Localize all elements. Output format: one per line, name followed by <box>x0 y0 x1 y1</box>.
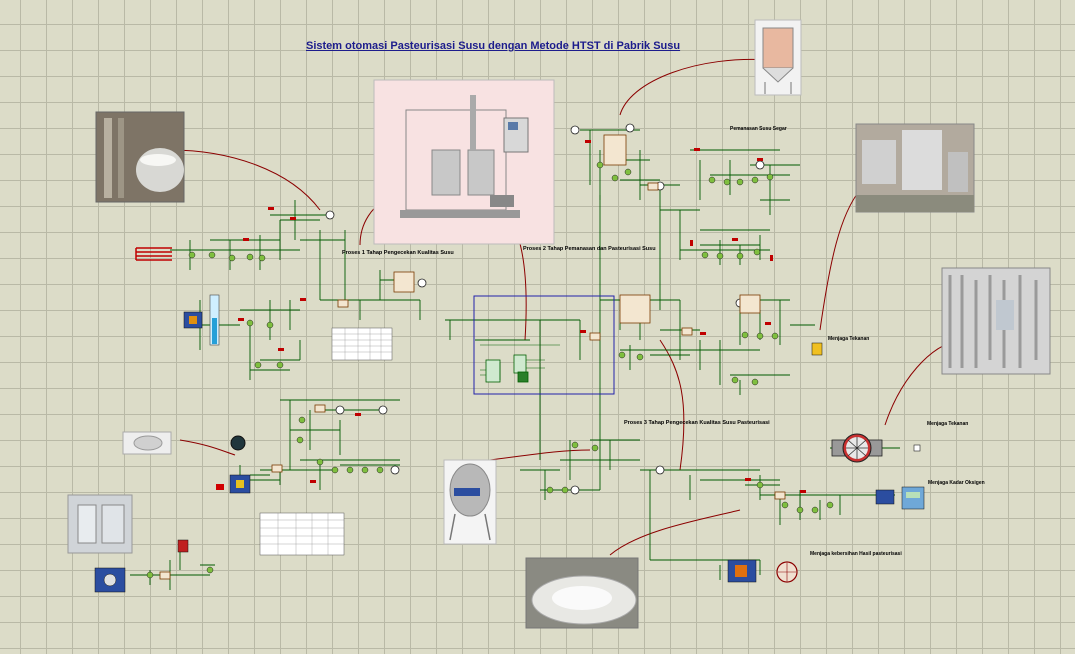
photo-milk-vat <box>525 557 639 629</box>
label-menjaga-tekanan-2: Menjaga Tekanan <box>927 421 969 427</box>
photo-heating-tanks <box>855 123 975 213</box>
pressure-valve <box>831 433 883 463</box>
label-menjaga-tekanan-1: Menjaga Tekanan <box>828 336 870 342</box>
leader-lines <box>169 58 961 556</box>
diagram-title: Sistem otomasi Pasteurisasi Susu dengan … <box>306 40 681 52</box>
photo-pasteurizer-tank <box>443 459 497 545</box>
component-blocks <box>159 134 786 580</box>
photo-milk-tank <box>95 111 185 203</box>
photo-factory-pipes <box>941 267 1051 375</box>
section-label-proses1: Proses 1 Tahap Pengecekan Kualitas Susu <box>342 250 454 256</box>
controller-frame <box>473 295 615 395</box>
section-label-proses2: Proses 2 Tahap Pemanasan dan Pasteurisas… <box>523 246 656 252</box>
section-label-pemanasan: Pemanasan Susu Segar <box>730 126 787 132</box>
sensor-modules <box>94 311 925 593</box>
section-label-proses3: Proses 3 Tahap Pengecekan Kualitas Susu … <box>624 420 770 426</box>
microcontroller <box>485 354 529 383</box>
logic-table-1 <box>331 327 393 361</box>
photo-control-cabinet <box>67 494 133 554</box>
photo-pasteurizer <box>373 79 555 245</box>
logic-table-2 <box>259 512 345 556</box>
label-menjaga-kebersihan: Menjaga kebersihan Hasil pasteurisasi <box>810 551 902 557</box>
red-marker <box>216 484 224 490</box>
photo-tank-top <box>754 19 802 96</box>
photo-sensor-disc <box>122 431 172 455</box>
led-indicators <box>146 161 834 579</box>
heater-element <box>135 247 172 261</box>
label-menjaga-oksigen: Menjaga Kadar Oksigen <box>928 480 985 486</box>
